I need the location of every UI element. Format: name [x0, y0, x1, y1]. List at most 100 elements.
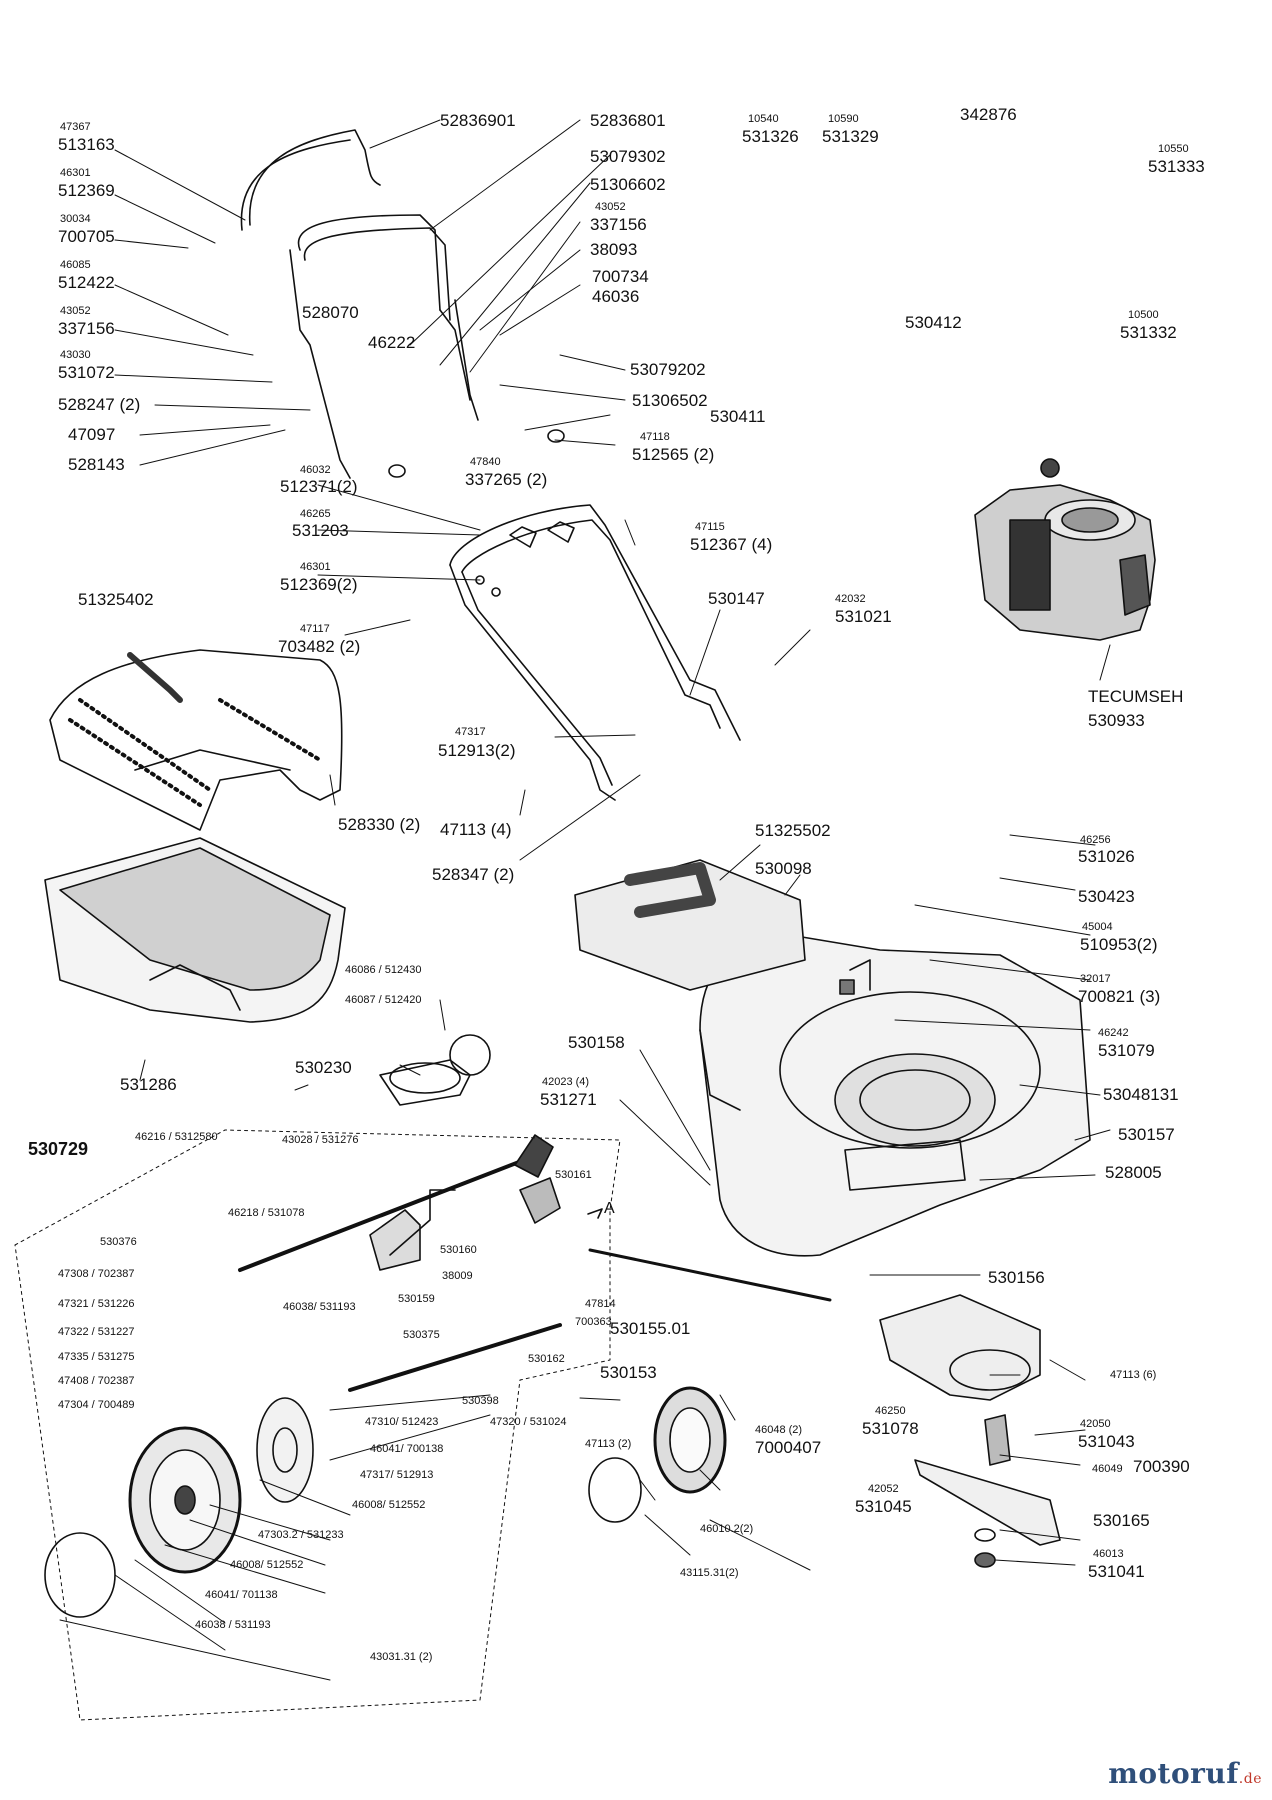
- part-label-small: 10590: [828, 113, 859, 125]
- part-label: 531326: [742, 127, 799, 146]
- part-label: 47097: [68, 425, 115, 444]
- part-label-small: 46087 / 512420: [345, 994, 421, 1006]
- part-label-small: 46086 / 512430: [345, 964, 421, 976]
- part-label-small: 32017: [1080, 973, 1111, 985]
- part-label: 531026: [1078, 847, 1135, 866]
- part-label-small: 46008/ 512552: [230, 1559, 303, 1571]
- part-label: 52836801: [590, 111, 666, 130]
- part-label: 530933: [1088, 711, 1145, 730]
- part-label-small: 47814: [585, 1298, 616, 1310]
- part-label: 337265 (2): [465, 470, 547, 489]
- part-label: 510953(2): [1080, 935, 1158, 954]
- part-label-small: 46038 / 531193: [195, 1619, 271, 1631]
- cable-arrow: [587, 1208, 603, 1219]
- watermark-tld: .de: [1238, 1771, 1262, 1787]
- grass-catcher-bag: [44, 837, 346, 1023]
- part-label-small: 47113 (2): [585, 1438, 631, 1450]
- part-label: 530153: [600, 1363, 657, 1382]
- part-label: 530411: [710, 407, 765, 426]
- lower-handle: [449, 504, 741, 801]
- part-label: 530147: [708, 589, 765, 608]
- part-label: 337156: [590, 215, 647, 234]
- part-label-small: 46301: [300, 561, 331, 573]
- part-label-small: 46049: [1092, 1463, 1123, 1475]
- part-label-small: 10550: [1158, 143, 1189, 155]
- part-label: 47113 (4): [440, 820, 512, 839]
- part-label-small: 43052: [60, 305, 91, 317]
- engine-tecumseh: [974, 458, 1156, 641]
- part-label: 530412: [905, 313, 962, 332]
- part-label: 530098: [755, 859, 812, 878]
- rear-wheel-hubcap: [44, 1532, 116, 1618]
- part-label: 46036: [592, 287, 639, 306]
- part-label-small: 47118: [640, 431, 670, 443]
- part-label: 530729: [28, 1139, 88, 1159]
- part-label-small: 47113 (6): [1110, 1369, 1156, 1381]
- part-label-small: 46242: [1098, 1027, 1129, 1039]
- part-label-small: 47317/ 512913: [360, 1469, 433, 1481]
- part-label: 528347 (2): [432, 865, 514, 884]
- part-label: 528330 (2): [338, 815, 420, 834]
- part-label: 7000407: [755, 1438, 821, 1457]
- part-label-small: 46048 (2): [755, 1424, 802, 1436]
- site-watermark: motoruf.de: [1108, 1757, 1262, 1790]
- gearbox-drive: [238, 1034, 562, 1392]
- part-label: 531079: [1098, 1041, 1155, 1060]
- part-label-small: 46008/ 512552: [352, 1499, 425, 1511]
- front-hubcap: [588, 1457, 642, 1523]
- part-label: 51306602: [590, 175, 666, 194]
- part-label: 531021: [835, 607, 892, 626]
- part-label-small: 46265: [300, 508, 331, 520]
- part-label: 52836901: [440, 111, 516, 130]
- upper-handle: [240, 129, 565, 479]
- part-label-small: 10500: [1128, 309, 1159, 321]
- rear-wheel-large: [128, 1426, 242, 1574]
- part-label-small: 46216 / 5312580: [135, 1131, 218, 1143]
- part-label: 530156: [988, 1268, 1045, 1287]
- throttle-cable: [588, 1248, 832, 1302]
- part-label: 700705: [58, 227, 115, 246]
- part-label: 342876: [960, 105, 1017, 124]
- part-label-small: 46085: [60, 259, 91, 271]
- part-label: 700390: [1133, 1457, 1190, 1476]
- part-label: 531041: [1088, 1562, 1145, 1581]
- part-label-small: 47335 / 531275: [58, 1351, 134, 1363]
- blade-holder: [879, 1294, 1041, 1466]
- part-label-small: 46218 / 531078: [228, 1207, 304, 1219]
- part-label: 530158: [568, 1033, 625, 1052]
- part-label: 512369: [58, 181, 115, 200]
- part-label-small: 43115.31(2): [680, 1567, 739, 1579]
- part-label: 512369(2): [280, 575, 358, 594]
- part-label-small: 43030: [60, 349, 91, 361]
- part-label-small: 46250: [875, 1405, 906, 1417]
- part-label-small: 30034: [60, 213, 91, 225]
- part-label: 531329: [822, 127, 879, 146]
- part-label-small: 530376: [100, 1236, 137, 1248]
- part-label-small: 38009: [442, 1270, 473, 1282]
- part-label-small: 42050: [1080, 1418, 1111, 1430]
- part-label-small: 46301: [60, 167, 91, 179]
- part-label: 512913(2): [438, 741, 516, 760]
- rear-flap: [574, 859, 806, 991]
- part-label: 531286: [120, 1075, 177, 1094]
- part-label-small: 42023 (4): [542, 1076, 589, 1088]
- part-labels: 52836901 52836801 47367 513163 46301 512…: [28, 105, 1205, 1663]
- part-label: 531271: [540, 1090, 597, 1109]
- part-label-small: 47840: [470, 456, 501, 468]
- part-label: 530423: [1078, 887, 1135, 906]
- part-label-small: 43028 / 531276: [282, 1134, 358, 1146]
- part-label: 46222: [368, 333, 415, 352]
- part-label-small: 47115: [695, 521, 725, 533]
- part-label-small: 43052: [595, 201, 626, 213]
- front-wheel: [653, 1386, 727, 1494]
- part-label: 530165: [1093, 1511, 1150, 1530]
- part-label: 528247 (2): [58, 395, 140, 414]
- part-label-small: 47317: [455, 726, 486, 738]
- part-label: 703482 (2): [278, 637, 360, 656]
- cable-end-label: A: [604, 1200, 615, 1217]
- part-label-small: 530162: [528, 1353, 565, 1365]
- part-label-small: 47308 / 702387: [58, 1268, 134, 1280]
- part-label-small: 45004: [1082, 921, 1113, 933]
- part-label-small: 530159: [398, 1293, 435, 1305]
